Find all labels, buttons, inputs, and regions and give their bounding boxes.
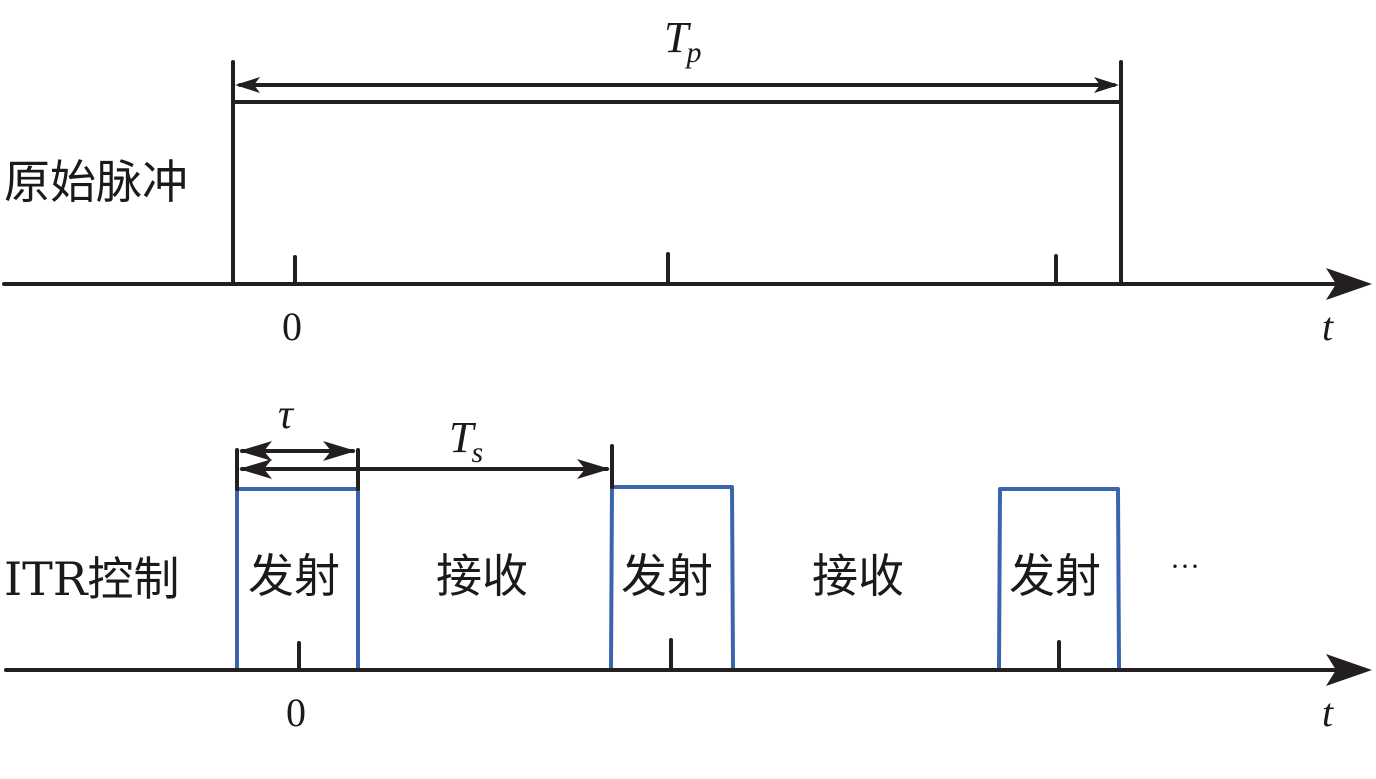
segment-label: 接收 — [436, 549, 528, 603]
tp-left-arrowhead — [235, 77, 260, 93]
bottom-axis-t-label: t — [1322, 690, 1334, 735]
tp-symbol: Tp — [664, 13, 701, 69]
segment-label: 发射 — [248, 549, 340, 603]
itr-control-label: ITR控制 — [4, 552, 180, 606]
tau-right-arrowhead — [323, 441, 356, 461]
top-axis-t-label: t — [1322, 304, 1334, 349]
top-panel: 原始脉冲 t Tp 0 — [2, 13, 1372, 349]
bottom-axis-arrowhead — [1326, 654, 1372, 686]
segment-label: 发射 — [1009, 549, 1101, 603]
segment-label: 接收 — [812, 549, 904, 603]
transmit-pulse-2 — [609, 485, 735, 669]
top-zero-label: 0 — [282, 304, 302, 349]
continuation-ellipsis: ··· — [1170, 550, 1200, 583]
ts-right-arrowhead — [577, 459, 610, 479]
top-axis-arrowhead — [1326, 268, 1372, 300]
transmit-pulse-3 — [997, 487, 1121, 669]
tau-left-arrowhead — [239, 441, 272, 461]
bottom-zero-label: 0 — [286, 690, 306, 735]
original-pulse-label: 原始脉冲 — [4, 155, 188, 209]
segment-label: 发射 — [621, 549, 713, 603]
original-pulse — [231, 100, 1123, 286]
ts-left-arrowhead — [239, 459, 272, 479]
bottom-panel: ITR控制 t 发射 接收 发射 接收 发射 ··· τ Ts 0 — [4, 392, 1372, 735]
transmit-pulse-1 — [235, 487, 360, 668]
tp-right-arrowhead — [1094, 77, 1119, 93]
ts-symbol: Ts — [449, 413, 483, 469]
tau-symbol: τ — [278, 392, 295, 438]
